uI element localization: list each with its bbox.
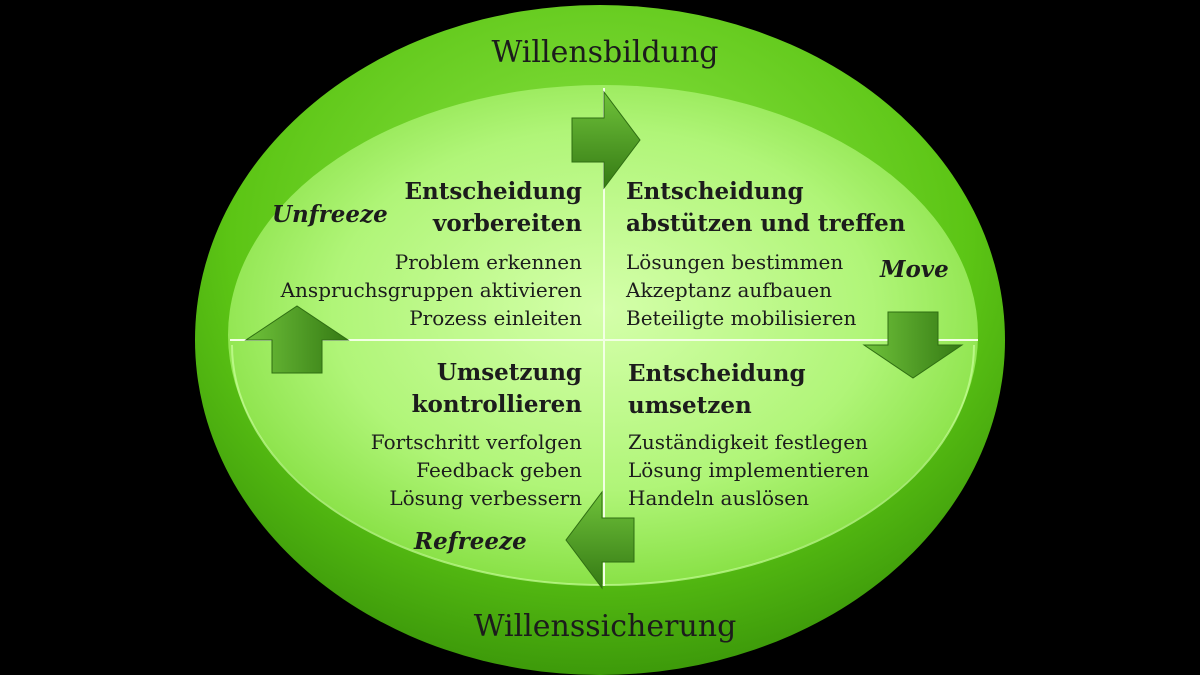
stage-label-refreeze: Refreeze [414, 528, 527, 555]
quadrant-top-right-items: Lösungen bestimmen Akzeptanz aufbauen Be… [626, 248, 906, 332]
quadrant-title-line: abstützen und treffen [626, 210, 906, 237]
list-item: Handeln auslösen [628, 486, 810, 510]
list-item: Beteiligte mobilisieren [626, 306, 857, 330]
quadrant-title-line: vorbereiten [432, 210, 582, 237]
quadrant-top-left-title: Entscheidung vorbereiten [332, 176, 582, 240]
quadrant-bottom-left-title: Umsetzung kontrollieren [332, 357, 582, 421]
arrow-left-icon [565, 490, 635, 590]
list-item: Anspruchsgruppen aktivieren [280, 278, 582, 302]
list-item: Lösungen bestimmen [626, 250, 844, 274]
quadrant-title-line: Umsetzung [436, 359, 582, 386]
quadrant-top-left-items: Problem erkennen Anspruchsgruppen aktivi… [232, 248, 582, 332]
list-item: Fortschritt verfolgen [370, 430, 582, 454]
quadrant-title-line: Entscheidung [626, 178, 804, 205]
list-item: Prozess einleiten [409, 306, 582, 330]
arrow-up-icon [244, 305, 350, 374]
list-item: Problem erkennen [394, 250, 582, 274]
list-item: Lösung verbessern [389, 486, 582, 510]
quadrant-title-line: umsetzen [628, 392, 752, 419]
quadrant-bottom-left-items: Fortschritt verfolgen Feedback geben Lös… [282, 428, 582, 512]
stage-label-unfreeze: Unfreeze [272, 201, 388, 228]
list-item: Zuständigkeit festlegen [628, 430, 868, 454]
quadrant-top-right-title: Entscheidung abstützen und treffen [626, 176, 926, 240]
arrow-right-icon [571, 90, 641, 190]
outer-top-label: Willensbildung [491, 35, 719, 70]
list-item: Feedback geben [416, 458, 582, 482]
list-item: Akzeptanz aufbauen [626, 278, 833, 302]
quadrant-title-line: Entscheidung [628, 360, 806, 387]
outer-bottom-label: Willenssicherung [473, 609, 737, 644]
stage-label-move: Move [880, 256, 949, 283]
arrow-down-icon [862, 311, 964, 379]
list-item: Lösung implementieren [628, 458, 870, 482]
quadrant-bottom-right-title: Entscheidung umsetzen [628, 358, 908, 422]
quadrant-title-line: kontrollieren [411, 391, 582, 418]
quadrant-title-line: Entscheidung [404, 178, 582, 205]
quadrant-bottom-right-items: Zuständigkeit festlegen Lösung implement… [628, 428, 918, 512]
